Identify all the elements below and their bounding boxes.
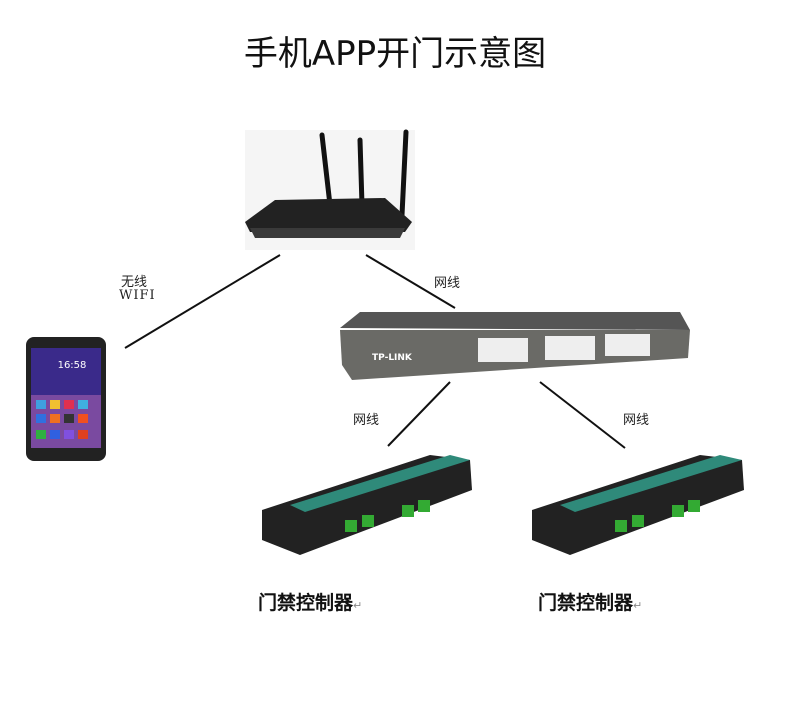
access-controller-1 (262, 455, 472, 555)
wireless-label: 无线 (121, 275, 148, 290)
page-title: 手机APP开门示意图 (243, 34, 547, 74)
connection-lines (124, 254, 626, 449)
router-icon (245, 129, 415, 250)
cable-label-router-switch: 网线 (434, 276, 461, 291)
controller-label-1: 门禁控制器↵ (258, 592, 363, 614)
phone-time: 16:58 (58, 360, 87, 371)
line-router-phone (124, 254, 281, 349)
line-switch-controller-2 (539, 381, 626, 449)
phone-icon: 16:58 (26, 337, 106, 461)
wifi-label: WIFI (119, 288, 156, 303)
access-controller-2 (532, 455, 744, 555)
switch-brand: TP-LINK (372, 353, 413, 363)
cable-label-controller-2: 网线 (623, 413, 650, 428)
line-router-switch (365, 254, 456, 309)
line-switch-controller-1 (387, 381, 451, 447)
cable-label-controller-1: 网线 (353, 413, 380, 428)
controller-label-2: 门禁控制器↵ (538, 592, 643, 614)
switch-icon: TP-LINK (340, 312, 690, 380)
